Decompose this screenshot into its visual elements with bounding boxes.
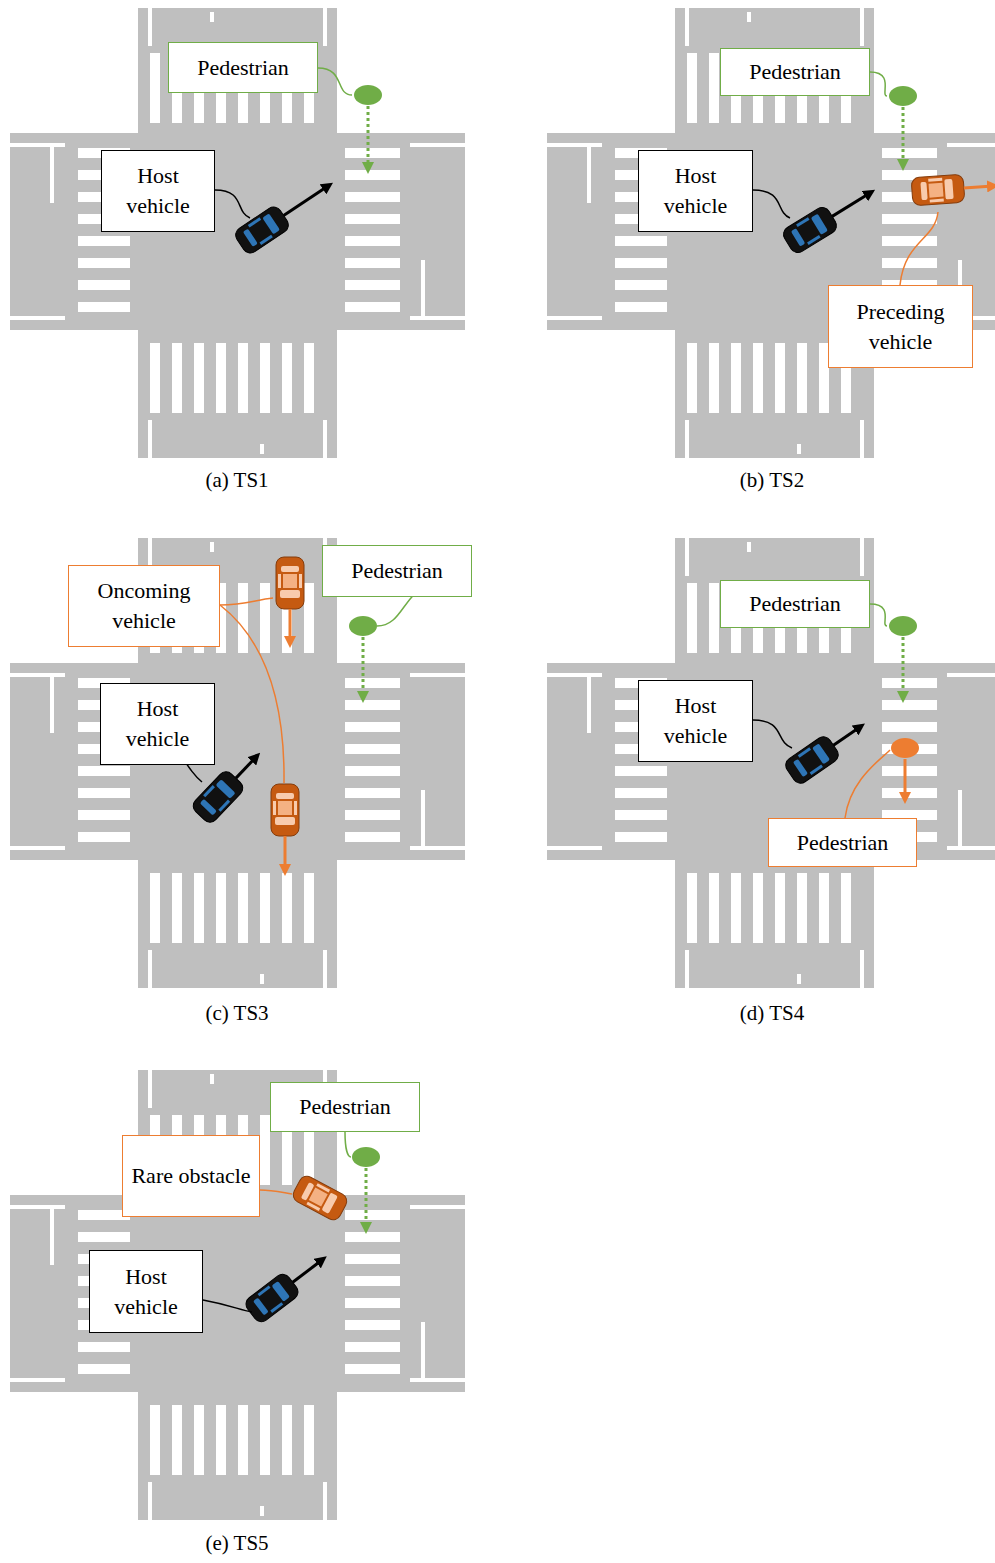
walk-direction [362, 637, 365, 697]
walk-direction [367, 106, 370, 168]
label-box: Oncoming vehicle [68, 565, 220, 647]
pedestrian-dot [349, 616, 377, 636]
panel-caption: (c) TS3 [127, 1001, 347, 1026]
leader-line [753, 190, 790, 218]
leader-line [845, 750, 890, 818]
label-text: Pedestrian [749, 589, 841, 619]
drive-direction [964, 186, 993, 188]
drive-direction [293, 1260, 322, 1282]
drive-direction [904, 759, 907, 798]
drive-direction [236, 757, 256, 778]
host-car [233, 204, 292, 256]
pedestrian-dot [889, 86, 917, 106]
panel-caption: (a) TS1 [127, 468, 347, 493]
other-car [290, 1173, 349, 1222]
label-box: Host vehicle [89, 1250, 203, 1333]
leader-line [260, 1190, 292, 1194]
drive-direction [284, 186, 328, 216]
label-text: Pedestrian [749, 57, 841, 87]
pedestrian-dot [352, 1147, 380, 1167]
leader-line [345, 1132, 351, 1157]
walk-direction [365, 1168, 368, 1228]
panel-caption: (b) TS2 [662, 468, 882, 493]
leader-line [215, 190, 250, 218]
other-car [276, 557, 304, 609]
other-car [911, 174, 965, 206]
label-box: Pedestrian [168, 42, 318, 93]
pedestrian-dot [891, 738, 919, 758]
label-text: Pedestrian [197, 53, 289, 83]
label-box: Pedestrian [322, 545, 472, 597]
leader-line [220, 605, 284, 783]
label-box: Host vehicle [638, 680, 753, 762]
leader-line [220, 598, 273, 605]
label-text: Host vehicle [109, 694, 206, 753]
leader-line [203, 1300, 252, 1312]
leader-line [900, 212, 938, 285]
intersection [10, 1070, 465, 1520]
label-box: Rare obstacle [122, 1135, 260, 1217]
drive-direction [832, 193, 870, 216]
leader-line [318, 68, 352, 95]
label-text: Pedestrian [351, 556, 443, 586]
host-car [781, 204, 840, 255]
label-box: Host vehicle [101, 150, 215, 232]
label-box: Preceding vehicle [828, 285, 973, 368]
host-car [243, 1271, 301, 1325]
pedestrian-dot [354, 85, 382, 105]
label-text: Pedestrian [797, 828, 889, 858]
label-text: Rare obstacle [131, 1161, 250, 1191]
label-box: Pedestrian [768, 818, 917, 867]
drive-direction [284, 836, 287, 870]
label-text: Host vehicle [110, 161, 206, 220]
panel-caption: (e) TS5 [127, 1531, 347, 1556]
walk-direction [902, 107, 905, 165]
leader-line [753, 720, 792, 748]
panel-caption: (d) TS4 [662, 1001, 882, 1026]
drive-direction [833, 727, 860, 745]
intersection [547, 8, 995, 458]
leader-line [870, 72, 887, 96]
other-car [271, 784, 299, 836]
host-car [783, 734, 842, 787]
label-box: Pedestrian [270, 1082, 420, 1132]
walk-direction [902, 637, 905, 697]
label-box: Pedestrian [720, 580, 870, 628]
label-box: Pedestrian [720, 48, 870, 96]
drive-direction [289, 609, 292, 642]
label-text: Preceding vehicle [837, 297, 964, 356]
label-text: Host vehicle [647, 691, 744, 750]
label-box: Host vehicle [638, 150, 753, 232]
label-text: Oncoming vehicle [77, 576, 211, 635]
leader-line [870, 604, 887, 626]
label-text: Host vehicle [98, 1262, 194, 1321]
intersection [10, 538, 465, 988]
intersection [547, 538, 995, 988]
label-text: Host vehicle [647, 161, 744, 220]
label-text: Pedestrian [299, 1092, 391, 1122]
pedestrian-dot [889, 616, 917, 636]
label-box: Host vehicle [100, 683, 215, 765]
intersection [10, 8, 465, 458]
